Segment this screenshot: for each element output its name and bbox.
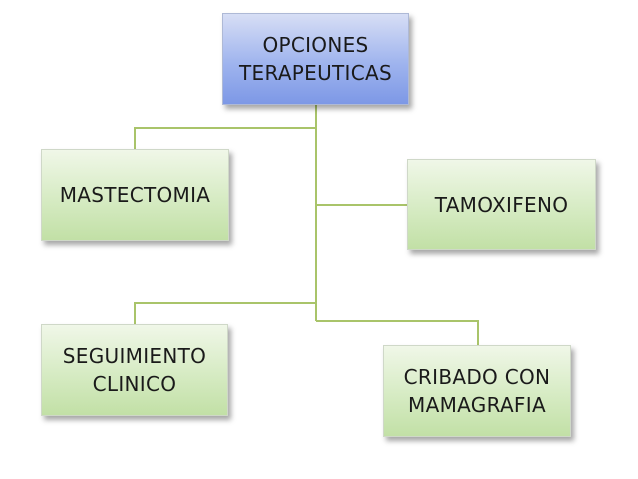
node-mastectomia: MASTECTOMIA (41, 149, 229, 241)
node-cribado-con-mamagrafia: CRIBADO CON MAMAGRAFIA (383, 345, 571, 437)
connector-mastectomia (134, 127, 316, 149)
node-tamoxifeno: TAMOXIFENO (407, 159, 596, 250)
connector-cribado (316, 320, 479, 345)
node-opciones-terapeuticas: OPCIONES TERAPEUTICAS (222, 13, 409, 105)
node-seguimiento-clinico: SEGUIMIENTO CLINICO (41, 324, 228, 416)
connector-seguimiento (134, 302, 316, 324)
